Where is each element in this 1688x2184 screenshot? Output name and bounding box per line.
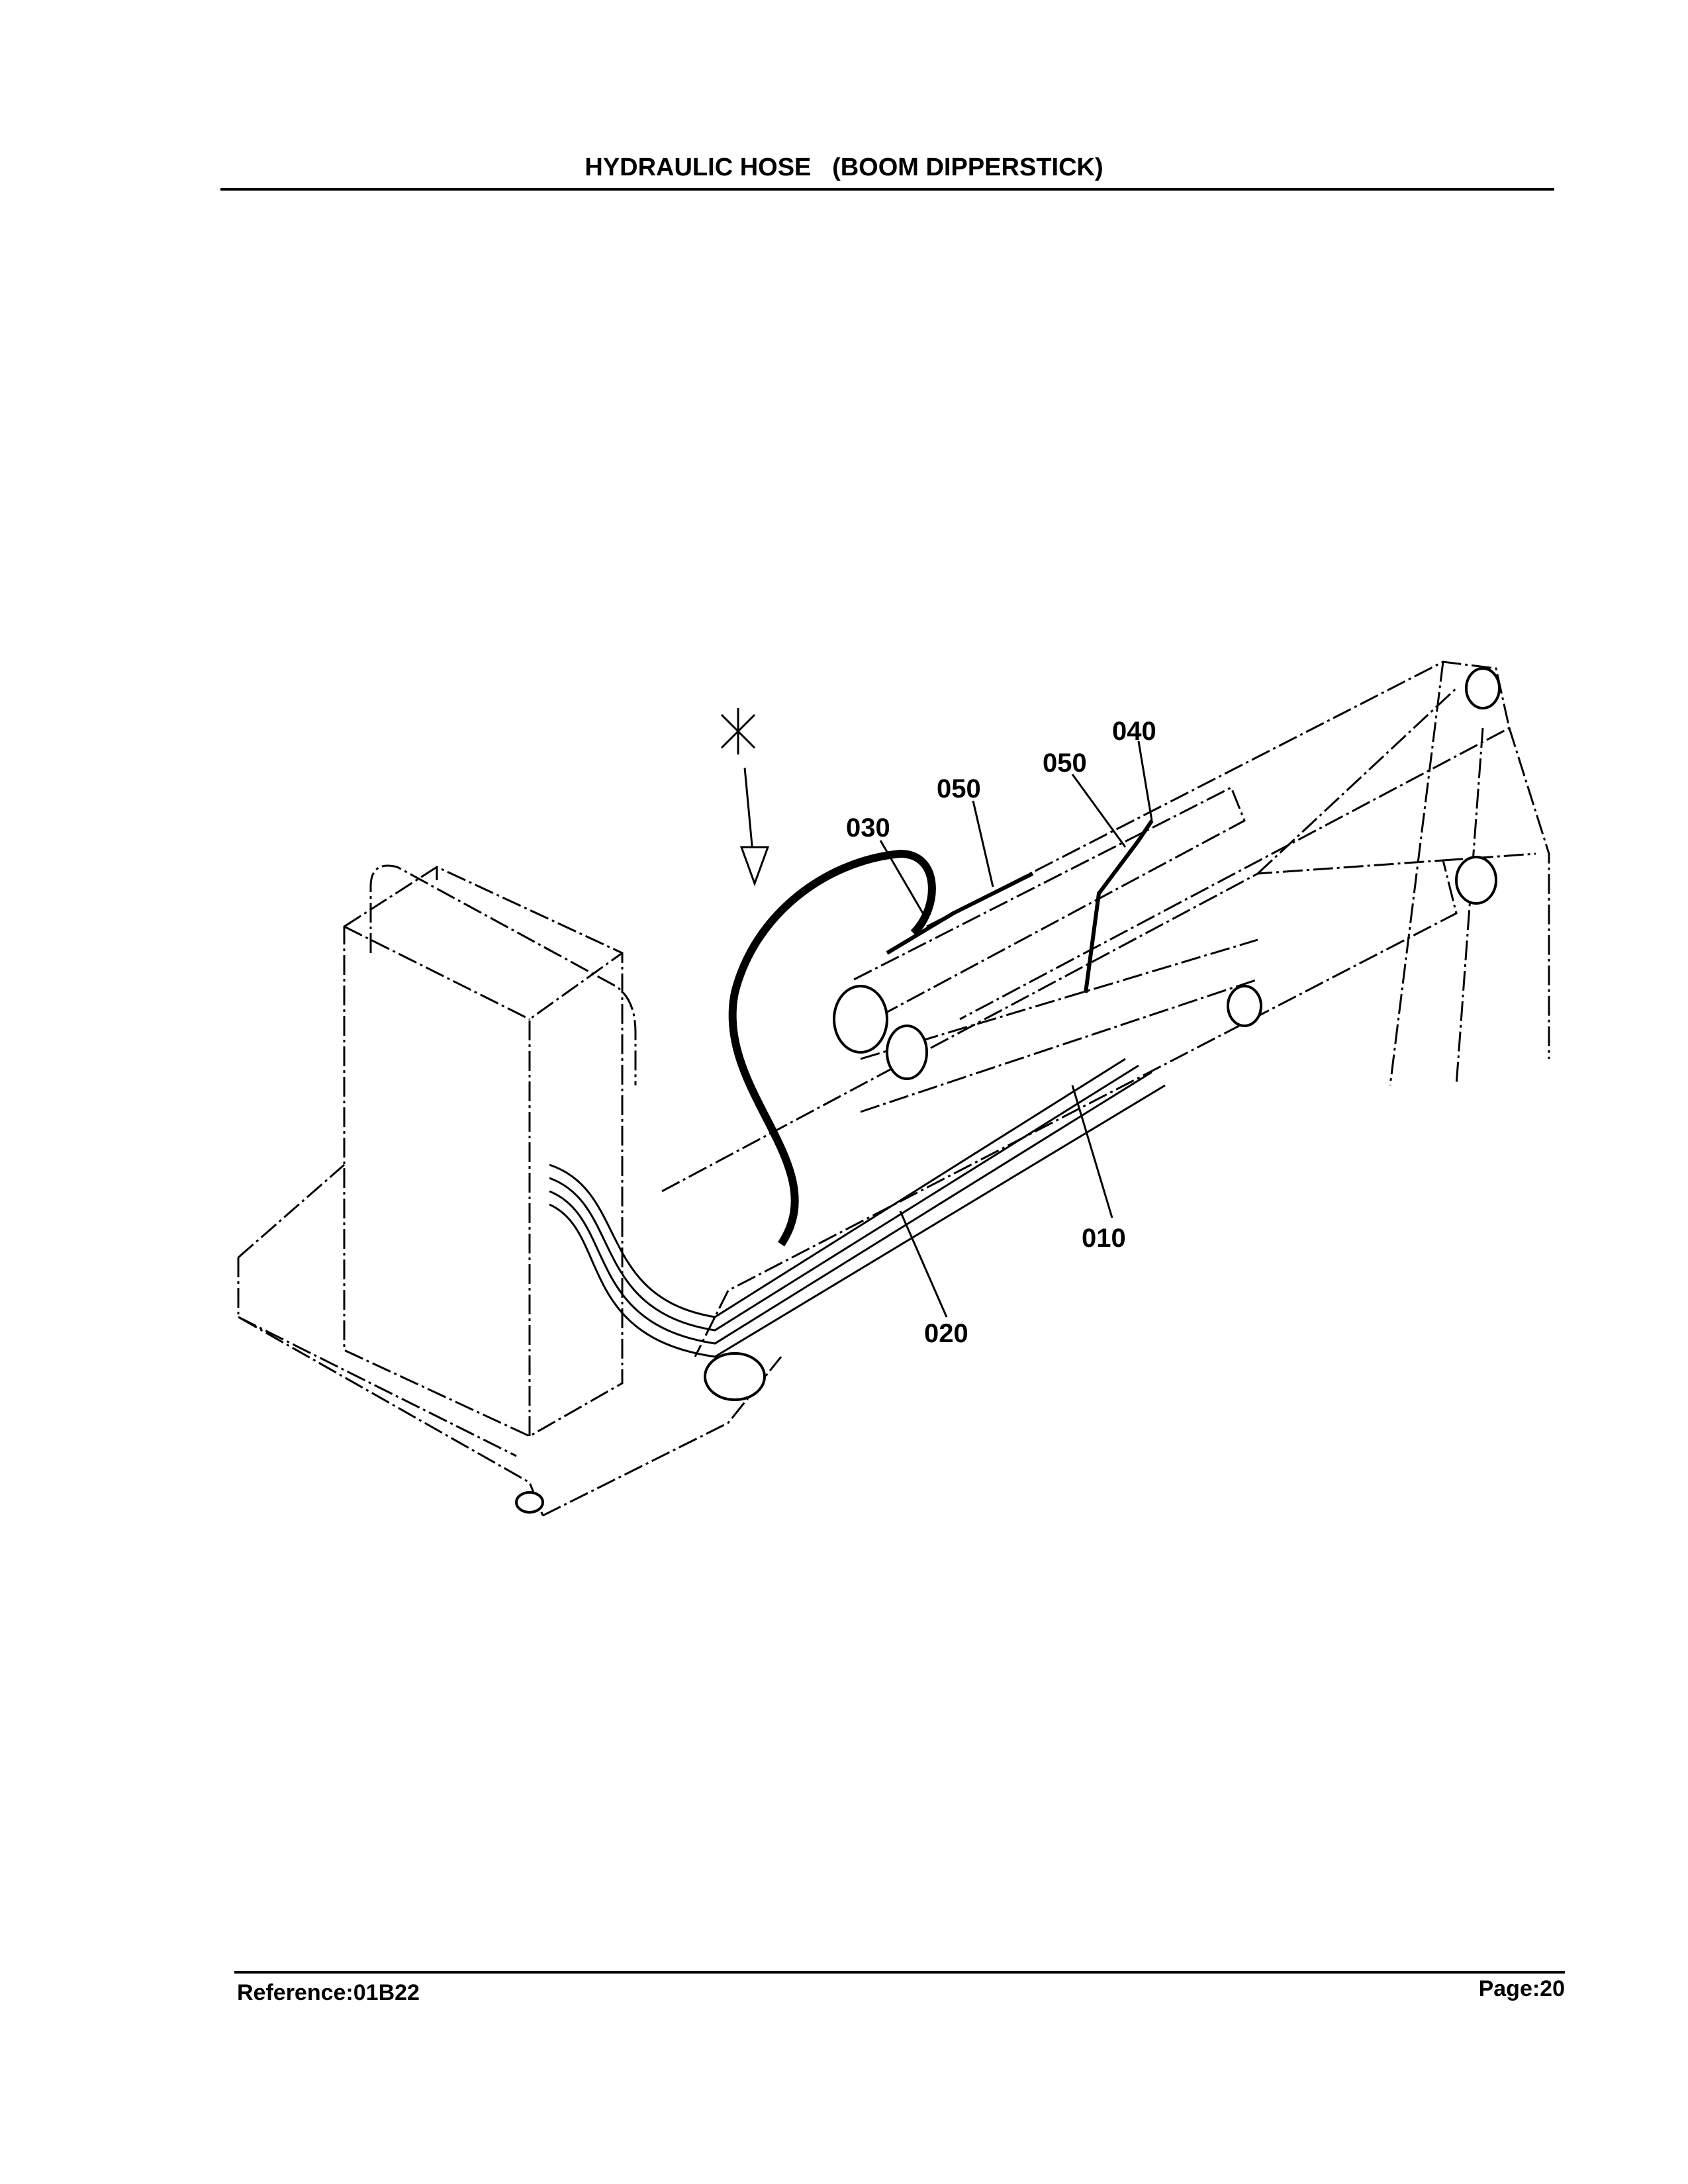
leader-040: [1137, 741, 1153, 821]
hose-010: [549, 1084, 1166, 1358]
pin: [1227, 985, 1262, 1027]
leader-010: [1071, 1085, 1113, 1218]
guard-rail: [369, 864, 637, 1085]
page-title: HYDRAULIC HOSE (BOOM DIPPERSTICK): [585, 154, 1103, 181]
page-number: Page:20: [1478, 1976, 1565, 2001]
callout-020: 020: [924, 1319, 968, 1348]
view-arrow-icon: [720, 708, 770, 887]
callout-010: 010: [1082, 1224, 1126, 1253]
hose-050: [886, 872, 1034, 955]
leader-020: [899, 1210, 948, 1318]
hose-020: [549, 1071, 1152, 1345]
pin: [704, 1352, 766, 1401]
hose-020: [549, 1064, 1139, 1332]
reference-label: Reference:01B22: [237, 1980, 420, 2005]
callout-030: 030: [846, 813, 890, 842]
pin: [1455, 856, 1497, 905]
callout-050: 050: [1043, 749, 1087, 778]
callout-050: 050: [937, 774, 981, 803]
leader-050: [972, 800, 994, 887]
header-rule: [220, 188, 1554, 191]
pin: [833, 985, 888, 1054]
pin: [886, 1024, 928, 1080]
base-frame: [237, 1163, 782, 1517]
callout-040: 040: [1112, 717, 1156, 746]
boom: [661, 687, 1536, 1357]
boom-cylinder: [853, 786, 1258, 1113]
hose-050: [1084, 819, 1154, 993]
footer-rule: [234, 1971, 1565, 1974]
pin: [515, 1491, 544, 1514]
hose-030: [728, 849, 936, 1247]
hose-020: [549, 1058, 1126, 1318]
control-valve-box: [343, 866, 624, 1437]
leader-050: [1071, 774, 1127, 848]
pin: [1465, 667, 1501, 709]
dipperstick: [926, 660, 1550, 1086]
leader-030: [879, 840, 928, 921]
